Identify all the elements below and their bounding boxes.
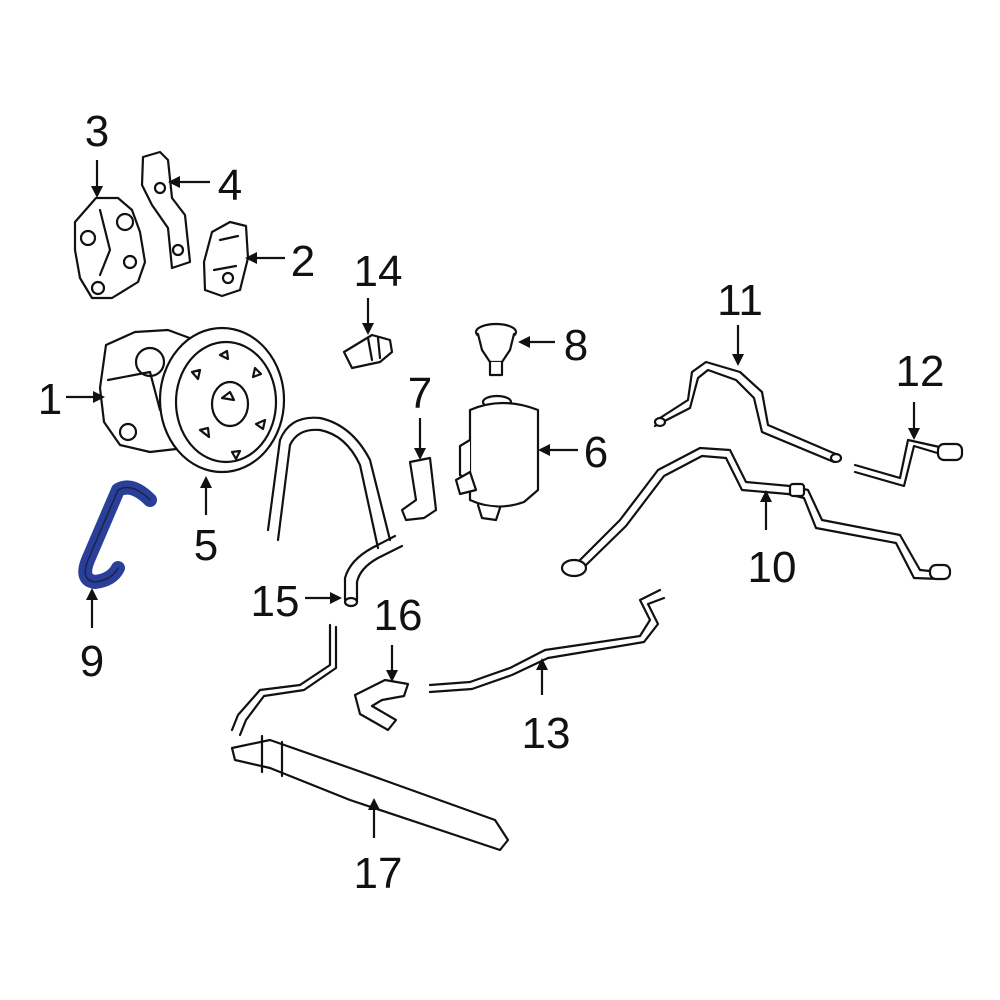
callout-5: 5: [194, 521, 218, 570]
callout-16: 16: [374, 591, 423, 640]
bracket-plate-part[interactable]: [140, 150, 192, 270]
callout-9: 9: [80, 637, 104, 686]
return-tube-part[interactable]: [428, 588, 666, 694]
return-hose-part[interactable]: [78, 480, 157, 589]
reservoir-cap-part[interactable]: [474, 322, 518, 377]
pump-mount-part[interactable]: [73, 196, 147, 300]
callout-17: 17: [354, 849, 403, 898]
callout-labels: 3 4 2 14 8 11 12 1 7 6 5 10 9 15 16 13 1…: [38, 107, 945, 898]
drive-belt[interactable]: [266, 416, 392, 550]
callout-12: 12: [896, 347, 945, 396]
return-line-part[interactable]: [653, 360, 843, 464]
callout-13: 13: [522, 709, 571, 758]
callout-3: 3: [85, 107, 109, 156]
callout-7: 7: [408, 369, 432, 418]
cooler-line-part[interactable]: [853, 438, 964, 488]
callout-15: 15: [251, 577, 300, 626]
callout-14: 14: [354, 247, 403, 296]
pump-bracket-part[interactable]: [202, 220, 250, 298]
hose-15-part[interactable]: [343, 534, 404, 608]
callout-4: 4: [218, 161, 242, 210]
callout-6: 6: [584, 428, 608, 477]
pulley-part[interactable]: [158, 326, 286, 474]
callout-8: 8: [564, 321, 588, 370]
callout-10: 10: [748, 543, 797, 592]
leader-arrows: [66, 160, 920, 838]
callout-1: 1: [38, 375, 62, 424]
pressure-switch-part[interactable]: [342, 333, 394, 370]
cooler-part[interactable]: [230, 623, 510, 852]
callout-2: 2: [291, 237, 315, 286]
callout-11: 11: [717, 276, 763, 325]
hose-16-part[interactable]: [353, 678, 410, 732]
reservoir-part[interactable]: [454, 394, 540, 522]
reservoir-bracket-part[interactable]: [400, 456, 438, 522]
